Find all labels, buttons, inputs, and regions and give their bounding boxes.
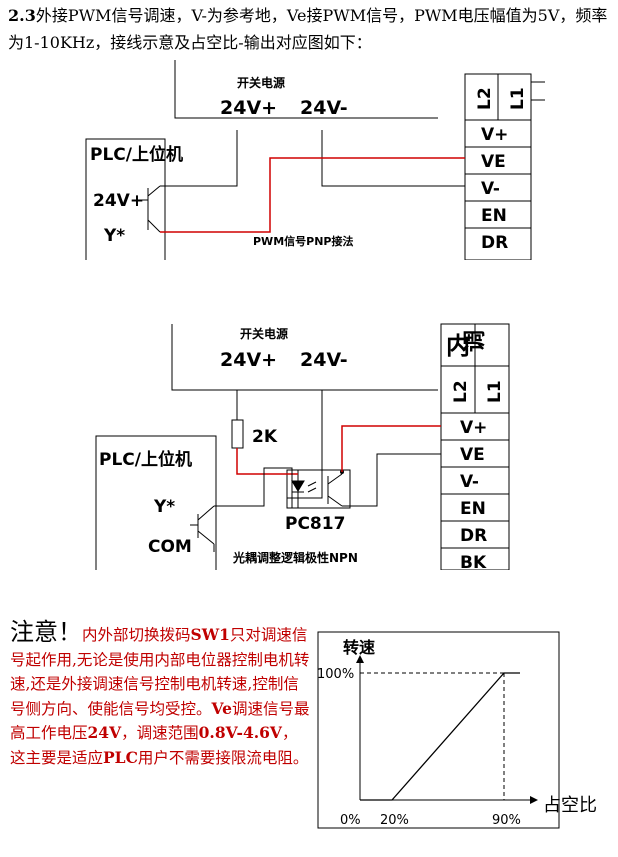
terminal-dr-2: DR — [460, 526, 487, 546]
terminal-l2-1: L2 — [475, 87, 495, 110]
header-char-nei: 内 — [446, 332, 470, 360]
terminal-vminus-2: V- — [460, 472, 479, 492]
psu-pos-2: 24V+ — [220, 349, 277, 371]
terminal-ve-2: VE — [460, 445, 485, 465]
wire-24v-plus-1 — [160, 130, 238, 187]
caption-1: PWM信号PNP接法 — [253, 234, 353, 248]
plc-box-1 — [85, 138, 166, 260]
terminal-vplus-2: V+ — [460, 418, 487, 438]
chart-x-tick-1: 20% — [380, 813, 409, 828]
plc-com-2: COM — [148, 537, 192, 557]
terminal-en-2: EN — [460, 499, 486, 519]
terminal-en-1: EN — [481, 206, 507, 226]
chart-y-tick-0: 100% — [317, 667, 354, 682]
wire-red-vplus-2 — [341, 425, 441, 472]
psu-box-1 — [174, 60, 438, 119]
plc-y-2: Y* — [153, 497, 175, 517]
intro-paragraph: 2.3外接PWM信号调速，V-为参考地，Ve接PWM信号，PWM电压幅值为5V，… — [8, 2, 612, 56]
plc-title-2: PLC/上位机 — [99, 449, 192, 470]
terminal-vminus-1: V- — [481, 179, 500, 199]
psu-box-2 — [171, 324, 438, 391]
note-title: 注意！ — [10, 618, 82, 646]
wire-red-led-2 — [236, 448, 298, 475]
wire-ve-2 — [342, 453, 441, 507]
psu-neg-1: 24V- — [300, 97, 348, 119]
terminal-l2-2: L2 — [451, 380, 471, 403]
note-ve: Ve — [211, 698, 232, 718]
transistor-symbol-2 — [190, 505, 215, 545]
chart-ylabel: 转速 — [343, 638, 375, 657]
terminal-vplus-1: V+ — [481, 125, 508, 145]
transistor-symbol-1 — [140, 185, 161, 233]
note-plc: PLC — [103, 747, 138, 767]
note-paragraph: 注意！内外部切换拨码SW1只对调速信号起作用,无论是使用内部电位器控制电机转速,… — [10, 618, 310, 767]
chart-frame — [317, 631, 560, 829]
wire-y-to-led-2 — [214, 467, 293, 508]
terminal-l1-2: L1 — [485, 380, 505, 403]
note-range: 0.8V-4.6V — [198, 723, 282, 742]
caption-2: 光耦调整逻辑极性NPN — [232, 550, 358, 565]
wiring-diagram-pnp: 开关电源 24V+ 24V- L2 L1 V+ VE V- EN DR PLC/… — [85, 60, 545, 260]
psu-title-2: 开关电源 — [240, 326, 288, 341]
terminal-l1-1: L1 — [508, 87, 528, 110]
plc-y-1: Y* — [103, 226, 125, 246]
note-24v: 24V — [87, 723, 122, 742]
optocoupler-label: PC817 — [285, 514, 345, 534]
chart-x-arrow — [530, 796, 538, 804]
terminal-bk-2: BK — [460, 553, 487, 570]
psu-pos-1: 24V+ — [220, 97, 277, 119]
chart-x-tick-2: 90% — [492, 813, 521, 828]
section-number: 2.3 — [8, 6, 36, 25]
optocoupler-pc817 — [286, 469, 351, 509]
wire-minus-2 — [287, 390, 323, 499]
note-sw1: SW1 — [190, 625, 230, 644]
chart-y-arrow — [356, 655, 364, 663]
plc-title-1: PLC/上位机 — [90, 144, 183, 165]
plc-box-2 — [95, 435, 217, 570]
resistor-label: 2K — [252, 427, 278, 447]
phototransistor-symbol — [327, 470, 344, 507]
wiring-diagram-npn: 开关电源 24V+ 24V- 内 调 L2 L1 V+ VE V- EN DR … — [95, 323, 510, 570]
chart-series-line — [360, 672, 520, 801]
wire-24v-minus-1 — [321, 130, 465, 187]
speed-duty-chart: 转速 0% 20% 90% 100% 占空比 — [317, 631, 597, 829]
terminal-dr-1: DR — [481, 233, 508, 253]
led-symbol — [291, 470, 317, 508]
intro-text: 外接PWM信号调速，V-为参考地，Ve接PWM信号，PWM电压幅值为5V，频率为… — [8, 6, 608, 52]
chart-x-tick-0: 0% — [340, 813, 361, 828]
terminal-ve-1: VE — [481, 152, 506, 172]
plc-pos-1: 24V+ — [93, 191, 144, 211]
psu-neg-2: 24V- — [300, 349, 348, 371]
chart-xlabel: 占空比 — [543, 795, 597, 816]
wire-pwm-red-1 — [160, 157, 465, 233]
psu-title-1: 开关电源 — [237, 75, 285, 90]
resistor-2k — [231, 419, 244, 449]
header-char-tiao: 调 — [463, 330, 488, 352]
